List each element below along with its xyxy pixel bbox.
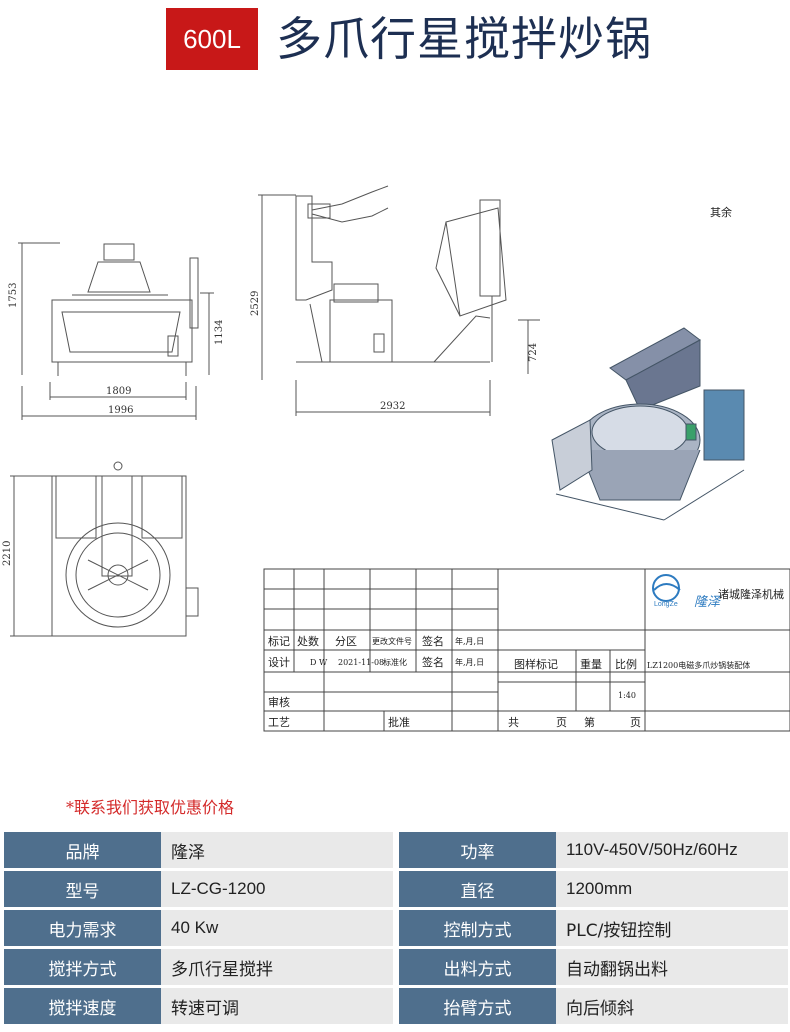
capacity-badge: 600L (166, 8, 258, 70)
tb-pattern-mark: 图样标记 (514, 657, 558, 671)
tb-design-date: 2021-11-08 (338, 658, 384, 667)
dim-2210: 2210 (2, 541, 13, 566)
spec-key: 品牌 (4, 832, 161, 868)
logo-subtext: LongZe (654, 601, 678, 608)
table-row: 电力需求 40 Kw 控制方式 PLC/按钮控制 (4, 910, 788, 946)
remark-text: 其余 (710, 205, 732, 219)
front-view (18, 242, 214, 420)
spec-key: 电力需求 (4, 910, 161, 946)
spec-value: LZ-CG-1200 (161, 871, 393, 907)
title-block (263, 568, 790, 732)
spec-key: 抬臂方式 (399, 988, 557, 1024)
table-row: 品牌 隆泽 功率 110V-450V/50Hz/60Hz (4, 832, 788, 868)
price-note: *联系我们获取优惠价格 (66, 798, 235, 817)
spec-table: 品牌 隆泽 功率 110V-450V/50Hz/60Hz 型号 LZ-CG-12… (4, 829, 788, 1027)
tb-scale-value: 1:40 (618, 691, 636, 700)
tb-count: 处数 (297, 635, 319, 648)
table-row: 搅拌方式 多爪行星搅拌 出料方式 自动翻锅出料 (4, 949, 788, 985)
spec-value: 40 Kw (161, 910, 393, 946)
tb-craft: 工艺 (268, 716, 290, 729)
page-title: 多爪行星搅拌炒锅 (276, 12, 652, 66)
tb-design: 设计 (268, 656, 290, 669)
table-row: 搅拌速度 转速可调 抬臂方式 向后倾斜 (4, 988, 788, 1024)
spec-value: PLC/按钮控制 (556, 910, 788, 946)
spec-value: 110V-450V/50Hz/60Hz (556, 832, 788, 868)
dim-1753: 1753 (8, 283, 19, 308)
tb-standard: 标准化 (383, 657, 407, 667)
spec-value: 隆泽 (161, 832, 393, 868)
dim-1809: 1809 (106, 386, 131, 397)
spec-value: 转速可调 (161, 988, 393, 1024)
logo-text: 隆泽 (694, 595, 721, 610)
spec-key: 搅拌方式 (4, 949, 161, 985)
tb-total: 共 (508, 716, 519, 729)
tb-page-2: 页 (630, 716, 641, 729)
tb-mark: 标记 (268, 634, 290, 648)
company-name: 诸城隆泽机械 (718, 587, 784, 601)
spec-value: 向后倾斜 (556, 988, 788, 1024)
spec-value: 多爪行星搅拌 (161, 949, 393, 985)
technical-drawing: 1753 1134 1809 1996 2529 2932 724 2210 其… (2, 185, 790, 732)
tb-designer: D W (310, 658, 328, 667)
tb-nth: 第 (584, 715, 595, 729)
dim-2932: 2932 (380, 401, 405, 412)
side-view (258, 185, 540, 416)
tb-weight: 重量 (580, 657, 602, 671)
tb-sign: 签名 (422, 634, 444, 648)
tb-page: 页 (556, 716, 567, 729)
top-view (10, 461, 199, 637)
tb-date-2: 年,月,日 (455, 657, 484, 667)
spec-key: 搅拌速度 (4, 988, 161, 1024)
tb-sign-2: 签名 (422, 655, 444, 669)
table-row: 型号 LZ-CG-1200 直径 1200mm (4, 871, 788, 907)
dim-2529: 2529 (250, 291, 261, 316)
iso-render (551, 327, 745, 521)
tb-scale: 比例 (615, 657, 637, 671)
dim-724: 724 (528, 343, 539, 362)
spec-key: 出料方式 (399, 949, 557, 985)
tb-date: 年,月,日 (455, 636, 484, 646)
tb-drawing-name: LZ1200电磁多爪炒锅装配体 (647, 660, 750, 670)
tb-change-doc: 更改文件号 (372, 636, 412, 646)
tb-review: 审核 (268, 695, 290, 709)
spec-key: 型号 (4, 871, 161, 907)
spec-key: 直径 (399, 871, 557, 907)
spec-key: 功率 (399, 832, 557, 868)
tb-approve: 批准 (388, 715, 410, 729)
dim-1996: 1996 (108, 405, 133, 416)
spec-value: 自动翻锅出料 (556, 949, 788, 985)
dim-1134: 1134 (214, 320, 225, 345)
spec-value: 1200mm (556, 871, 788, 907)
tb-zone: 分区 (335, 635, 357, 648)
spec-key: 控制方式 (399, 910, 557, 946)
